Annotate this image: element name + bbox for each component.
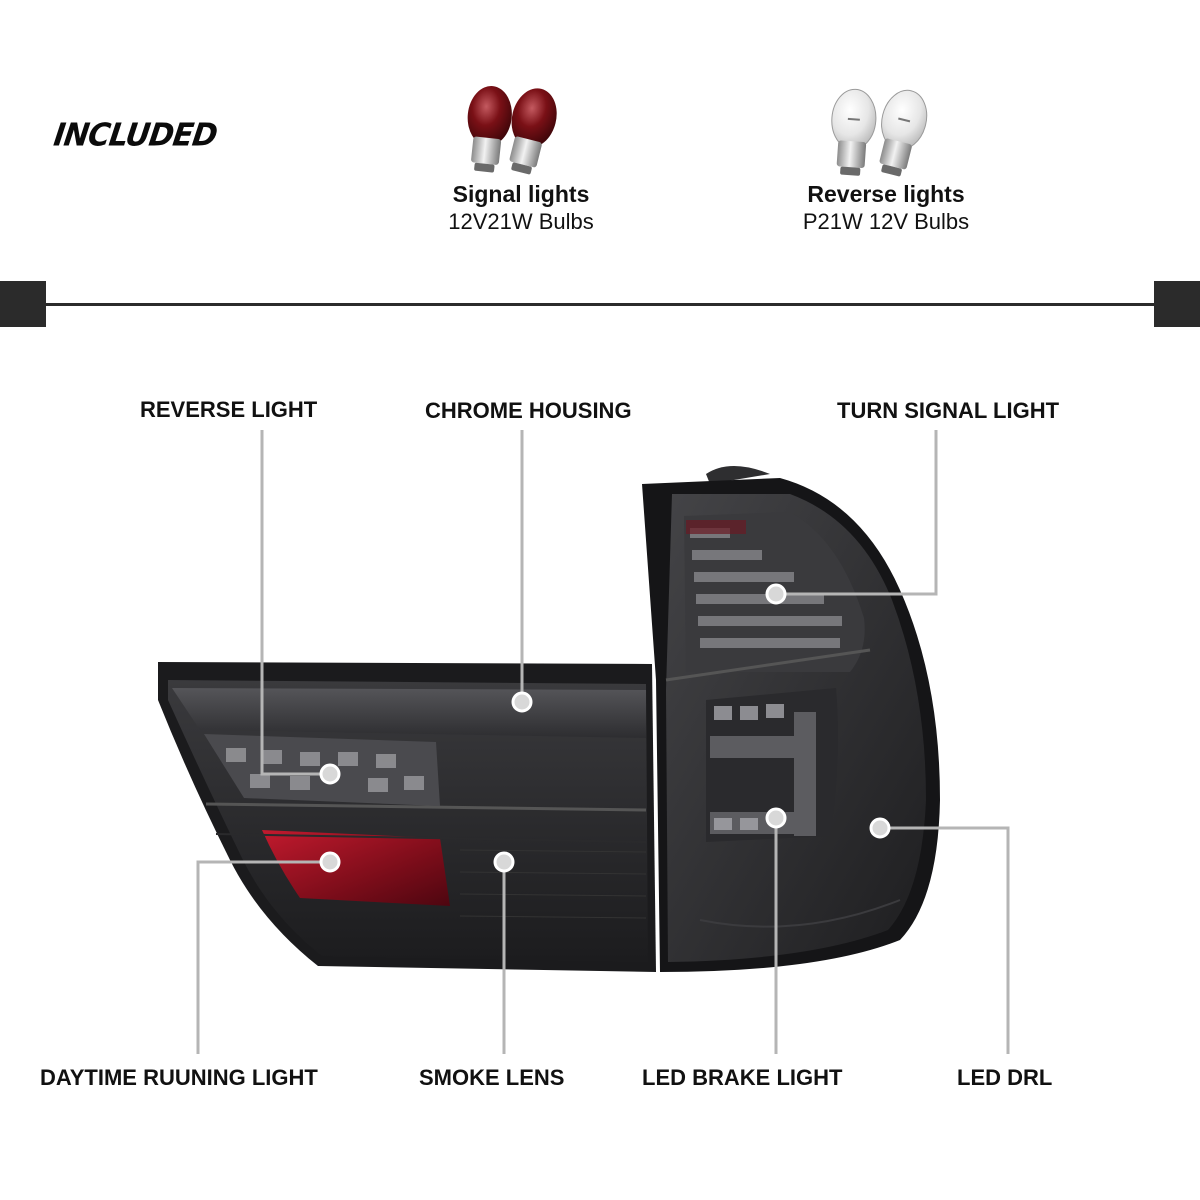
- divider-right-cap: [1154, 281, 1200, 327]
- label-reverse-light: REVERSE LIGHT: [140, 397, 318, 422]
- callout-dots: [319, 583, 891, 873]
- section-divider: [46, 303, 1154, 306]
- leader-lines: [196, 430, 1010, 1054]
- signal-lights-title: Signal lights: [452, 181, 590, 207]
- divider-left-cap: [0, 281, 46, 327]
- clear-bulb-icon: [831, 88, 928, 177]
- reverse-lights-title: Reverse lights: [807, 181, 965, 207]
- label-turn-signal-light: TURN SIGNAL LIGHT: [837, 398, 1060, 423]
- red-bulb-icon: [467, 86, 557, 175]
- outer-tail-lamp: [642, 466, 940, 972]
- label-smoke-lens: SMOKE LENS: [419, 1065, 565, 1090]
- reverse-lights-caption: Reverse lights P21W 12V Bulbs: [736, 180, 1036, 236]
- label-led-drl: LED DRL: [957, 1065, 1053, 1090]
- label-chrome-housing: CHROME HOUSING: [425, 398, 632, 423]
- inner-tail-lamp: [158, 662, 656, 972]
- red-reflector: [262, 830, 450, 906]
- label-daytime-running-light: DAYTIME RUUNING LIGHT: [40, 1065, 318, 1090]
- label-led-brake-light: LED BRAKE LIGHT: [642, 1065, 843, 1090]
- signal-lights-spec: 12V21W Bulbs: [448, 209, 594, 234]
- signal-lights-caption: Signal lights 12V21W Bulbs: [371, 180, 671, 236]
- reverse-lights-spec: P21W 12V Bulbs: [802, 209, 970, 234]
